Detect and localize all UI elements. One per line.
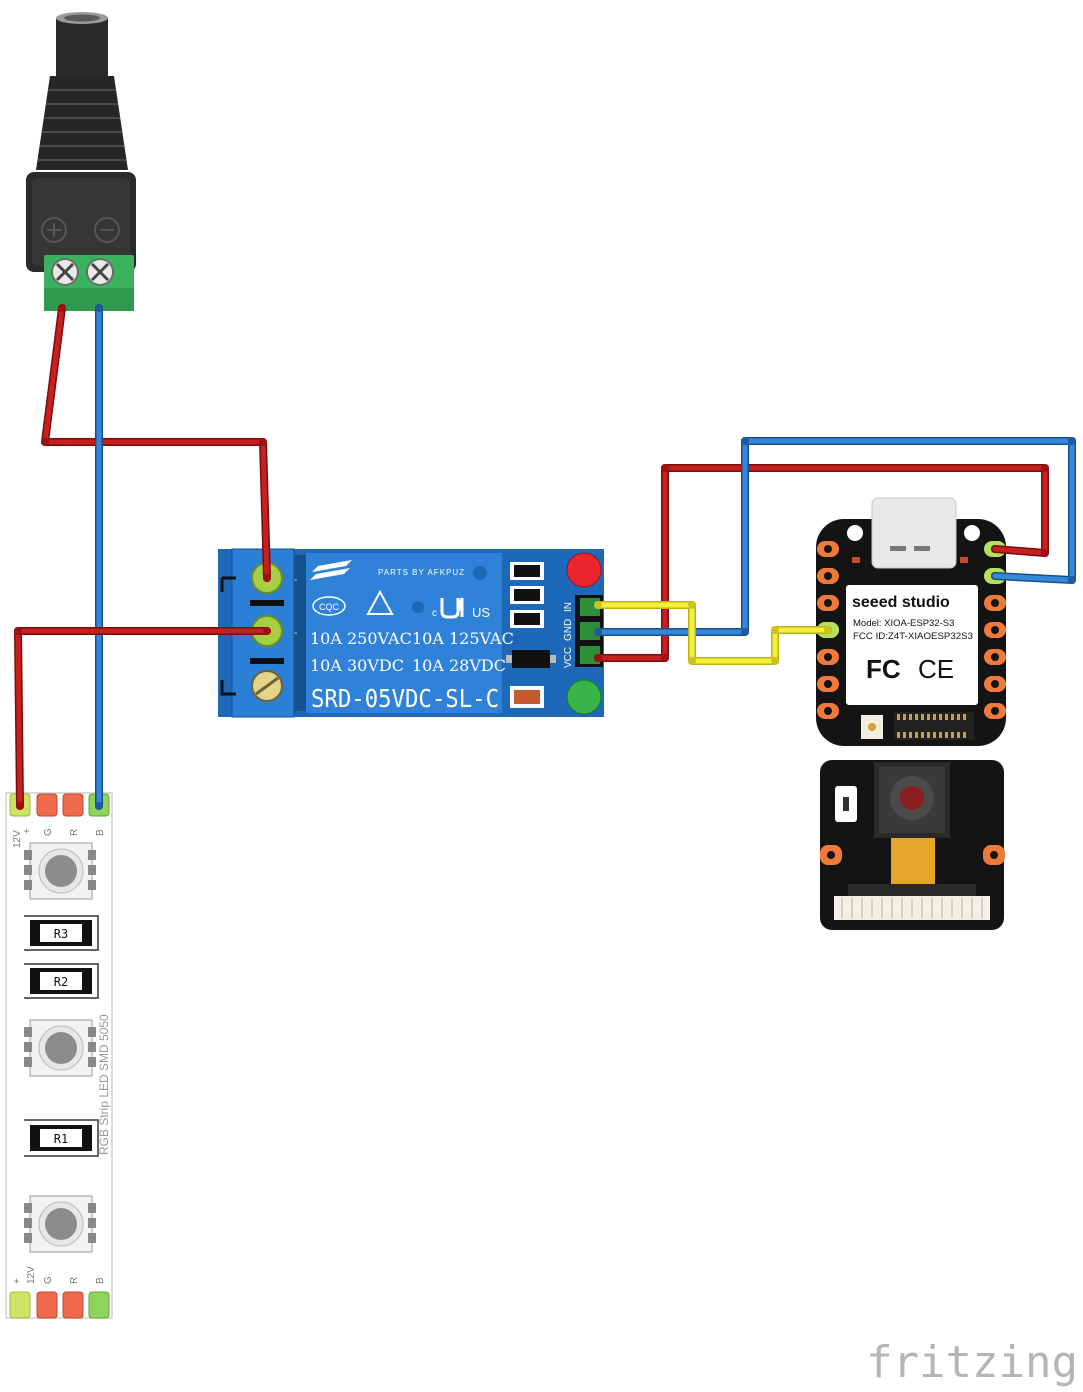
relay-module: - - PARTS BY AFKPUZ CQC c US 10A 250VAC … — [218, 548, 604, 718]
relay-pin-vcc: VCC — [563, 647, 574, 668]
smd-led-icon — [24, 1019, 96, 1077]
relay-rating-dc-28: 10A 28VDC — [412, 656, 506, 675]
xiao-model: Model: XIOA-ESP32-S3 — [853, 618, 954, 629]
relay-led-green — [566, 679, 602, 715]
ce-logo: CE — [918, 654, 954, 684]
fritzing-watermark: fritzing — [866, 1337, 1078, 1388]
dc-barrel-jack — [26, 12, 136, 311]
xiao-esp32s3-board: seeed studio Model: XIOA-ESP32-S3 FCC ID… — [816, 497, 1006, 746]
relay-pin-in: IN — [563, 602, 574, 612]
strip-top-b: B — [95, 829, 106, 836]
rgb-led-strip: 12V + G R B R3 R2 — [5, 792, 113, 1319]
minus-symbol-icon — [94, 217, 120, 243]
strip-bottom-r: R — [69, 1277, 80, 1284]
svg-text:R2: R2 — [54, 975, 68, 989]
relay-pin-gnd: GND — [563, 619, 574, 641]
fcc-logo: FC — [866, 654, 901, 684]
xiao-fcc-id: FCC ID:Z4T-XIAOESP32S3 — [853, 631, 973, 642]
svg-text:c: c — [432, 608, 437, 619]
strip-top-12v: 12V — [12, 830, 23, 848]
relay-model: SRD-05VDC-SL-C — [311, 684, 499, 713]
svg-text:US: US — [472, 605, 490, 620]
strip-bottom-g: G — [43, 1276, 54, 1284]
strip-top-g: G — [43, 828, 54, 836]
strip-bottom-12v: 12V — [26, 1266, 37, 1284]
plus-symbol-icon — [41, 217, 67, 243]
resistor-r3: R3 — [24, 915, 99, 951]
resistor-r1: R1 — [24, 1119, 99, 1157]
xiao-brand: seeed studio — [852, 594, 950, 611]
svg-text:R1: R1 — [54, 1132, 68, 1146]
screw-terminal-minus-icon — [86, 258, 114, 286]
wires — [14, 304, 1076, 810]
camera-lens-icon — [874, 762, 950, 838]
strip-title: RGB Strip LED SMD 5050 — [97, 1014, 111, 1155]
smd-led-icon — [24, 1195, 96, 1253]
relay-rating-ac-125: 10A 125VAC — [412, 629, 514, 648]
relay-led-red — [566, 552, 602, 588]
ul-mark-icon: c US — [432, 597, 490, 620]
svg-text:-: - — [294, 628, 297, 639]
cqc-mark-icon: CQC — [312, 596, 346, 616]
smd-components — [506, 562, 556, 708]
strip-top-r: R — [69, 829, 80, 836]
relay-rating-ac-250: 10A 250VAC — [310, 629, 412, 648]
strip-bottom-plus: + — [12, 1278, 23, 1284]
screw-terminal-plus-icon — [51, 258, 79, 286]
relay-rating-dc-30: 10A 30VDC — [310, 656, 404, 675]
svg-text:R3: R3 — [54, 927, 68, 941]
relay-logo-icon — [310, 560, 352, 580]
strip-top-plus: + — [22, 828, 33, 834]
svg-text:-: - — [294, 575, 297, 586]
smd-led-icon — [24, 842, 96, 900]
cqc-label: CQC — [319, 602, 340, 612]
camera-expansion-board — [820, 760, 1005, 930]
warning-triangle-icon — [366, 589, 394, 615]
resistor-r2: R2 — [24, 963, 99, 999]
strip-bottom-b: B — [95, 1277, 106, 1284]
relay-brand: PARTS BY AFKPUZ — [378, 568, 465, 577]
